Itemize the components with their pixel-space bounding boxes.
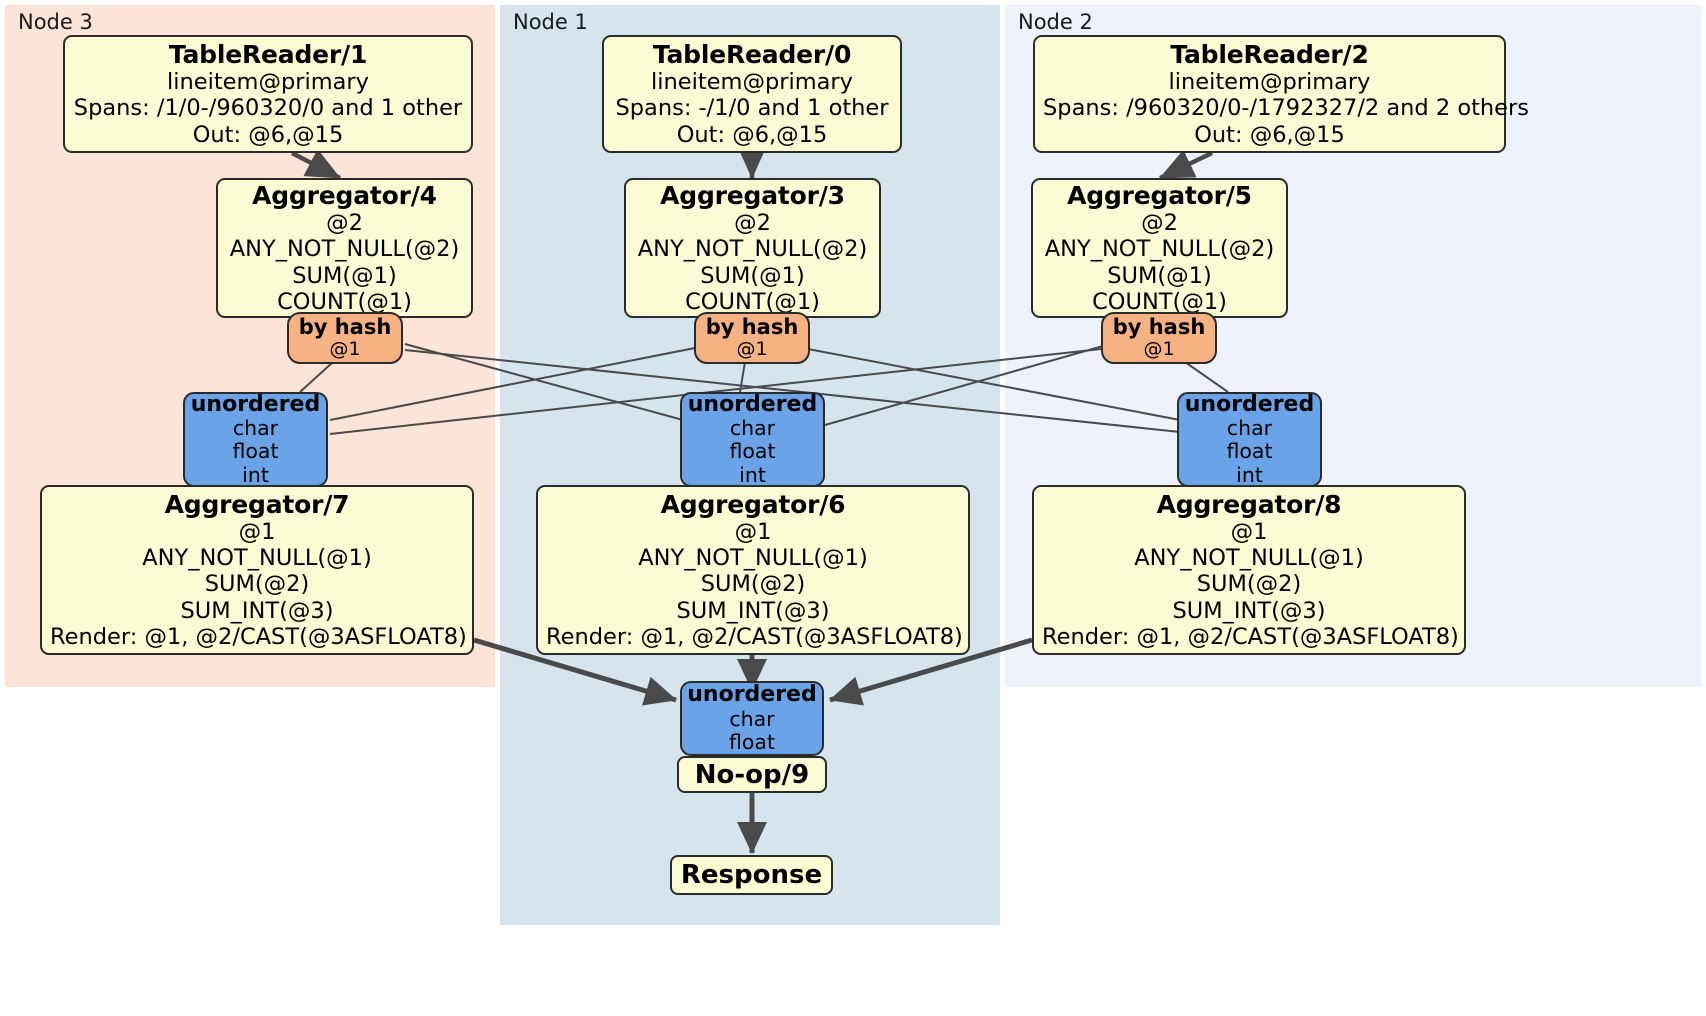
processor-render: Render: @1, @2/CAST(@3ASFLOAT8) [1042,623,1459,650]
router-title: unordered [1184,391,1315,417]
router-type-1: float [729,439,776,464]
processor-detail-table: lineitem@primary [651,69,853,96]
output-by-hash-right[interactable]: by hash @1 [1101,312,1217,364]
router-type-2: int [242,462,269,487]
processor-aggregator-8[interactable]: Aggregator/8 @1 ANY_NOT_NULL(@1) SUM(@2)… [1032,485,1466,655]
processor-agg-2: SUM_INT(@3) [676,597,830,624]
processor-aggregator-3[interactable]: Aggregator/3 @2 ANY_NOT_NULL(@2) SUM(@1)… [624,178,881,318]
processor-agg-0: ANY_NOT_NULL(@1) [1134,545,1364,572]
router-unordered-final[interactable]: unordered char float [680,681,824,756]
processor-title: Aggregator/7 [164,490,350,520]
router-unordered-right[interactable]: unordered char float int [1177,392,1322,487]
processor-noop-9[interactable]: No-op/9 [677,756,827,793]
router-unordered-mid[interactable]: unordered char float int [680,392,825,487]
processor-title: Response [680,860,823,890]
output-column: @1 [736,338,768,361]
processor-agg-1: SUM(@2) [1196,571,1302,598]
processor-title: Aggregator/6 [660,490,846,520]
processor-tablereader-2[interactable]: TableReader/2 lineitem@primary Spans: /9… [1033,35,1530,153]
processor-groupcol: @2 [1141,210,1178,237]
processor-detail-spans: Spans: /960320/0-/1792327/2 and 2 others [1043,95,1530,122]
processor-detail-out: Out: @6,@15 [192,121,344,148]
processor-agg-2: SUM_INT(@3) [180,597,334,624]
router-type-1: float [232,439,279,464]
processor-agg-1: SUM(@1) [292,262,397,289]
processor-agg-0: ANY_NOT_NULL(@1) [638,545,868,572]
processor-agg-1: SUM(@1) [700,262,805,289]
processor-aggregator-7[interactable]: Aggregator/7 @1 ANY_NOT_NULL(@1) SUM(@2)… [40,485,474,655]
processor-response[interactable]: Response [670,855,833,895]
processor-aggregator-5[interactable]: Aggregator/5 @2 ANY_NOT_NULL(@2) SUM(@1)… [1031,178,1288,318]
processor-tablereader-0[interactable]: TableReader/0 lineitem@primary Spans: -/… [602,35,902,153]
processor-render: Render: @1, @2/CAST(@3ASFLOAT8) [546,623,963,650]
processor-agg-2: COUNT(@1) [685,288,820,315]
processor-agg-0: ANY_NOT_NULL(@2) [637,236,868,263]
processor-render: Render: @1, @2/CAST(@3ASFLOAT8) [50,623,467,650]
output-column: @1 [1143,338,1175,361]
processor-title: Aggregator/4 [252,181,437,211]
output-column: @1 [329,338,361,361]
processor-agg-0: ANY_NOT_NULL(@1) [142,545,372,572]
processor-title: TableReader/2 [1170,40,1369,70]
processor-groupcol: @1 [1230,519,1268,546]
router-type-1: float [1226,439,1273,464]
processor-agg-1: SUM(@2) [700,571,806,598]
router-type-0: char [1226,415,1273,440]
router-title: unordered [190,391,321,417]
output-by-hash-mid[interactable]: by hash @1 [694,312,810,364]
processor-groupcol: @1 [734,519,772,546]
processor-agg-1: SUM(@1) [1107,262,1212,289]
processor-detail-table: lineitem@primary [167,69,369,96]
router-title: unordered [687,682,817,708]
router-type-0: char [232,415,279,440]
output-title: by hash [1112,314,1206,339]
processor-groupcol: @2 [326,210,363,237]
processor-title: Aggregator/8 [1156,490,1342,520]
processor-agg-1: SUM(@2) [204,571,310,598]
processor-agg-2: COUNT(@1) [1092,288,1227,315]
output-by-hash-left[interactable]: by hash @1 [287,312,403,364]
processor-detail-spans: Spans: /1/0-/960320/0 and 1 other [73,95,463,122]
processor-title: TableReader/0 [652,40,852,70]
processor-detail-spans: Spans: -/1/0 and 1 other [615,95,889,122]
processor-aggregator-4[interactable]: Aggregator/4 @2 ANY_NOT_NULL(@2) SUM(@1)… [216,178,473,318]
node-label-node3: Node 3 [18,10,93,34]
processor-title: Aggregator/5 [1067,181,1252,211]
processor-detail-out: Out: @6,@15 [676,121,828,148]
processor-agg-2: COUNT(@1) [277,288,412,315]
processor-agg-2: SUM_INT(@3) [1172,597,1326,624]
processor-title: No-op/9 [694,759,810,790]
processor-groupcol: @1 [238,519,276,546]
processor-agg-0: ANY_NOT_NULL(@2) [1044,236,1275,263]
processor-aggregator-6[interactable]: Aggregator/6 @1 ANY_NOT_NULL(@1) SUM(@2)… [536,485,970,655]
processor-groupcol: @2 [734,210,771,237]
processor-detail-table: lineitem@primary [1168,69,1371,96]
node-label-node1: Node 1 [513,10,588,34]
output-title: by hash [298,314,392,339]
processor-detail-out: Out: @6,@15 [1194,121,1345,148]
router-type-0: char [729,415,776,440]
processor-title: TableReader/1 [168,40,368,70]
processor-title: Aggregator/3 [660,181,845,211]
router-type-1: float [728,730,776,755]
output-title: by hash [705,314,799,339]
processor-agg-0: ANY_NOT_NULL(@2) [229,236,460,263]
router-title: unordered [687,391,818,417]
router-type-2: int [739,462,766,487]
router-type-2: int [1236,462,1263,487]
node-label-node2: Node 2 [1018,10,1093,34]
router-type-0: char [729,706,775,731]
processor-tablereader-1[interactable]: TableReader/1 lineitem@primary Spans: /1… [63,35,473,153]
router-unordered-left[interactable]: unordered char float int [183,392,328,487]
